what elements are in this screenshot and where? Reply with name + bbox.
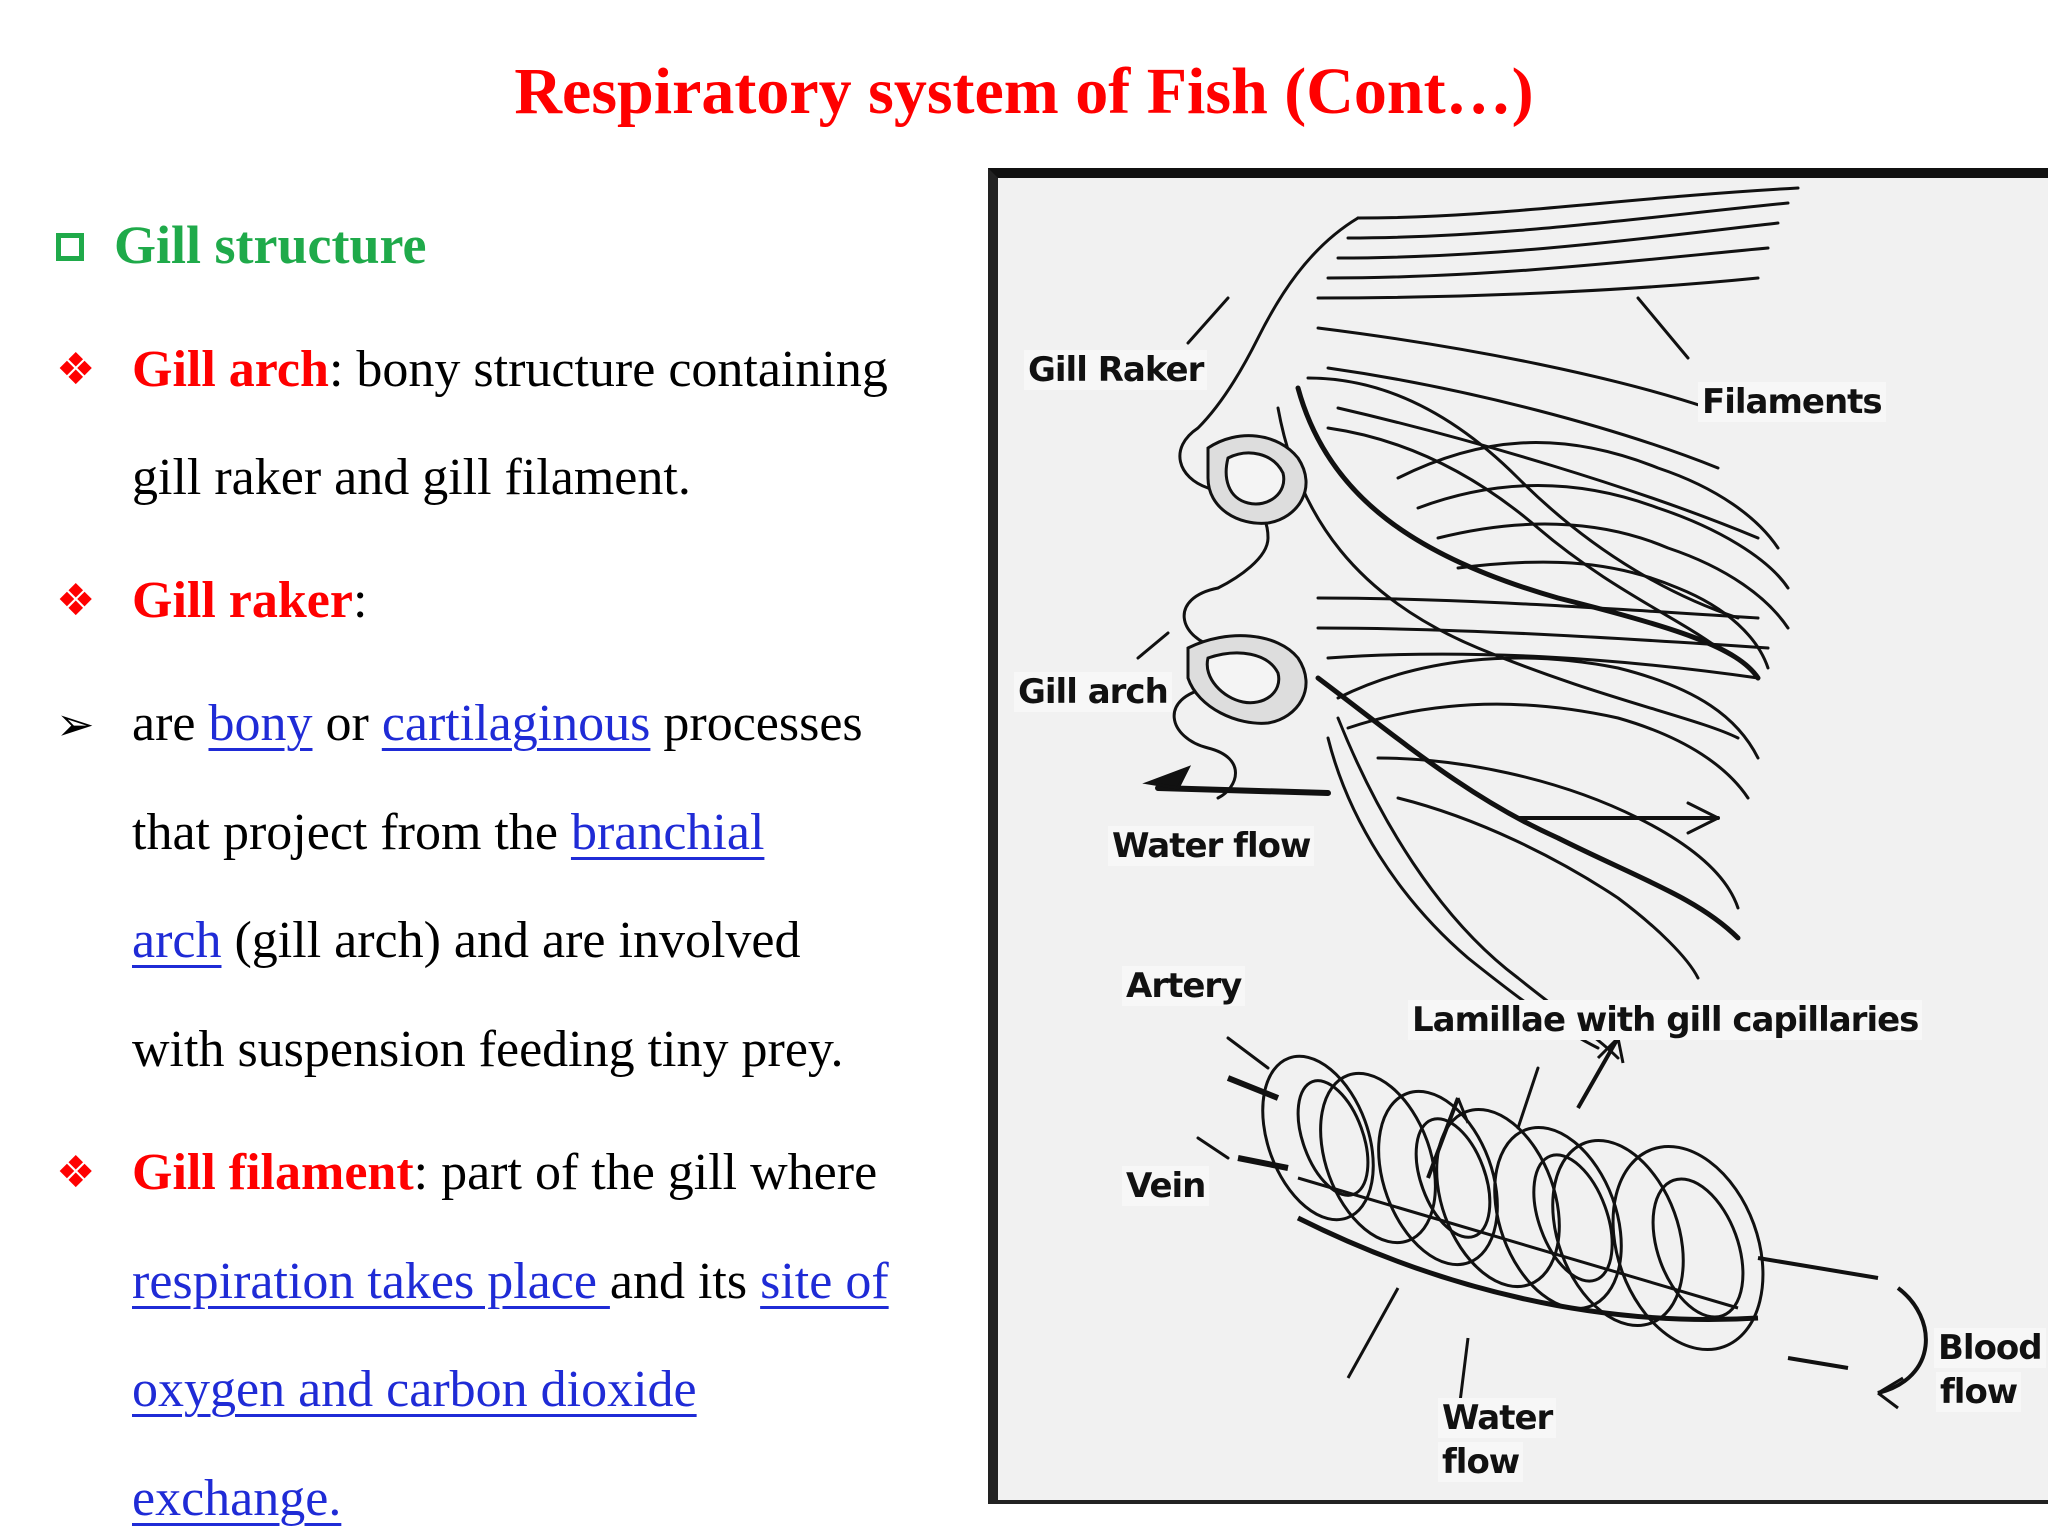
checkbox-bullet-icon xyxy=(56,232,84,261)
upper-arch-outline xyxy=(1178,216,1360,590)
text: or xyxy=(312,695,382,752)
diamond-bullet-icon: ❖ xyxy=(56,1147,96,1198)
gill-arch-line-2: gill raker and gill filament. xyxy=(132,449,691,506)
gill-arch-line-1: Gill arch: bony structure containing xyxy=(132,335,888,405)
gill-raker-colon: : xyxy=(352,572,368,629)
label-gill-arch: Gill arch xyxy=(1014,672,1172,712)
text: are xyxy=(132,695,209,752)
gill-drawing xyxy=(1136,186,1928,1419)
label-blood-flow: flow xyxy=(1936,1372,2022,1412)
link-respiration[interactable]: respiration takes place xyxy=(132,1253,610,1310)
label-gill-raker: Gill Raker xyxy=(1024,350,1208,390)
raker-desc-line-1: are bony or cartilaginous processes xyxy=(132,689,863,759)
link-arch[interactable]: arch xyxy=(132,912,222,969)
heading-text: Gill structure xyxy=(114,215,427,275)
gill-filament-line-2: respiration takes place and its site of xyxy=(132,1247,889,1317)
text: part of the gill where xyxy=(428,1144,878,1201)
gill-raker-term: Gill raker xyxy=(132,572,353,629)
label-filaments: Filaments xyxy=(1698,382,1886,422)
gill-raker-line: Gill raker: xyxy=(132,566,367,636)
gill-arch-colon: : xyxy=(328,341,344,398)
gill-arch-text-1: bony structure containing xyxy=(343,341,888,398)
link-bony[interactable]: bony xyxy=(208,695,313,752)
label-artery: Artery xyxy=(1122,966,1246,1006)
gill-filament-term: Gill filament xyxy=(132,1144,414,1201)
lamellae-coil xyxy=(1226,1036,1928,1419)
link-site-of[interactable]: site of xyxy=(760,1253,889,1310)
label-water-flow-bottom: flow xyxy=(1438,1442,1524,1482)
link-oxygen[interactable]: oxygen and carbon dioxide xyxy=(132,1361,697,1418)
text: that project from the xyxy=(132,804,571,861)
raker-desc-line-3: arch (gill arch) and are involved xyxy=(132,906,800,976)
diamond-bullet-icon: ❖ xyxy=(56,344,96,395)
label-vein: Vein xyxy=(1122,1166,1210,1206)
raker-desc-line-4: with suspension feeding tiny prey. xyxy=(132,1021,844,1078)
raker-desc-line-2: that project from the branchial xyxy=(132,798,764,868)
text: and its xyxy=(609,1253,761,1310)
label-blood: Blood xyxy=(1934,1328,2046,1368)
slide-title: Respiratory system of Fish (Cont…) xyxy=(514,55,1534,128)
link-branchial[interactable]: branchial xyxy=(570,804,765,861)
text: (gill arch) and are involved xyxy=(221,912,801,969)
arrow-bullet-icon: ➢ xyxy=(56,697,95,751)
link-cartilaginous[interactable]: cartilaginous xyxy=(381,695,651,752)
gill-filament-line-4: exchange. xyxy=(132,1464,341,1534)
gill-filament-line-3: oxygen and carbon dioxide xyxy=(132,1355,697,1425)
link-exchange[interactable]: exchange. xyxy=(132,1470,342,1527)
label-water: Water xyxy=(1438,1398,1557,1438)
gill-filament-colon: : xyxy=(413,1144,429,1201)
text: processes xyxy=(650,695,863,752)
label-lamillae: Lamillae with gill capillaries xyxy=(1408,1000,1923,1040)
section-heading: Gill structure xyxy=(56,210,426,280)
label-water-flow-top: Water flow xyxy=(1108,826,1315,866)
gill-filament-line-1: Gill filament: part of the gill where xyxy=(132,1138,877,1208)
diamond-bullet-icon: ❖ xyxy=(56,575,96,626)
gill-arch-term: Gill arch xyxy=(132,341,329,398)
gill-diagram: Gill Raker Filaments Gill arch Water flo… xyxy=(988,168,2048,1504)
